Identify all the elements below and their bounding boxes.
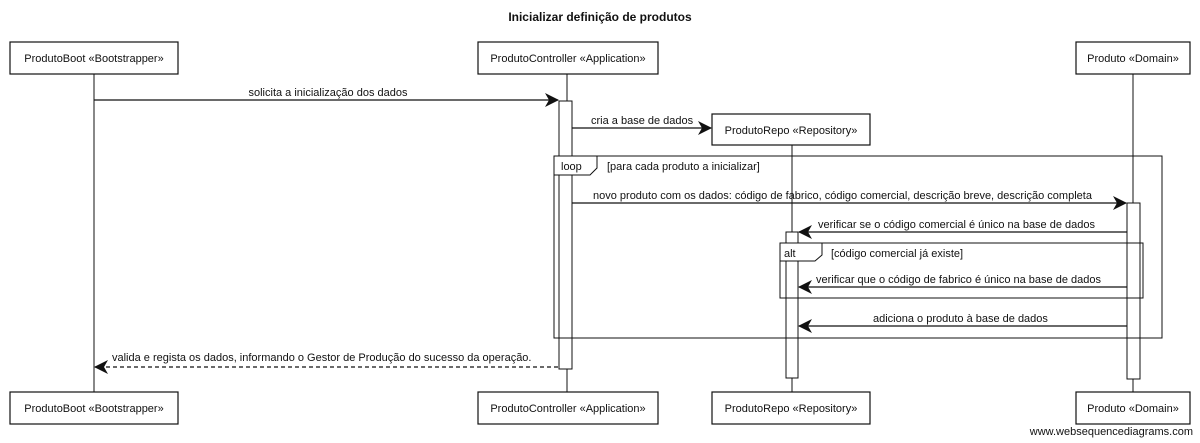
watermark: www.websequencediagrams.com: [1029, 426, 1193, 438]
participant-produto-label: Produto «Domain»: [1087, 53, 1179, 65]
message-adiciona-label: adiciona o produto à base de dados: [873, 313, 1048, 325]
loop-condition: [para cada produto a inicializar]: [607, 161, 760, 173]
loop-fragment: loop [para cada produto a inicializar]: [553, 155, 1163, 339]
participant-repo-bottom: ProdutoRepo «Repository»: [711, 391, 871, 425]
message-solicita-label: solicita a inicialização dos dados: [249, 87, 408, 99]
participant-controller-bottom: ProdutoController «Application»: [477, 391, 659, 425]
participant-repo-created: ProdutoRepo «Repository»: [711, 113, 871, 146]
activation-repo: [785, 231, 799, 379]
participant-boot-bottom-label: ProdutoBoot «Bootstrapper»: [24, 403, 163, 415]
loop-tag: loop: [561, 161, 582, 173]
alt-condition: [código comercial já existe]: [831, 248, 963, 260]
participant-controller-label: ProdutoController «Application»: [490, 53, 645, 65]
participant-repo-bottom-label: ProdutoRepo «Repository»: [725, 403, 858, 415]
participant-boot-top: ProdutoBoot «Bootstrapper»: [9, 41, 179, 75]
participant-produto-bottom: Produto «Domain»: [1075, 391, 1191, 425]
participant-controller-bottom-label: ProdutoController «Application»: [490, 403, 645, 415]
activation-produto: [1126, 202, 1141, 380]
alt-fragment: alt [código comercial já existe]: [779, 242, 1144, 299]
participant-produto-bottom-label: Produto «Domain»: [1087, 403, 1179, 415]
message-valida-label: valida e regista os dados, informando o …: [112, 352, 531, 364]
participant-controller-top: ProdutoController «Application»: [477, 41, 659, 75]
message-verificar-comercial-label: verificar se o código comercial é único …: [818, 219, 1095, 231]
participant-repo-label: ProdutoRepo «Repository»: [725, 125, 858, 137]
message-verificar-fabrico-label: verificar que o código de fabrico é únic…: [816, 274, 1101, 286]
participant-produto-top: Produto «Domain»: [1075, 41, 1191, 75]
diagram-title: Inicializar definição de produtos: [508, 10, 692, 24]
alt-tag: alt: [784, 248, 796, 260]
activation-controller: [558, 100, 573, 370]
participant-boot-label: ProdutoBoot «Bootstrapper»: [24, 53, 163, 65]
participant-boot-bottom: ProdutoBoot «Bootstrapper»: [9, 391, 179, 425]
message-novo-produto-label: novo produto com os dados: código de fab…: [593, 190, 1093, 202]
message-cria-label: cria a base de dados: [591, 115, 694, 127]
